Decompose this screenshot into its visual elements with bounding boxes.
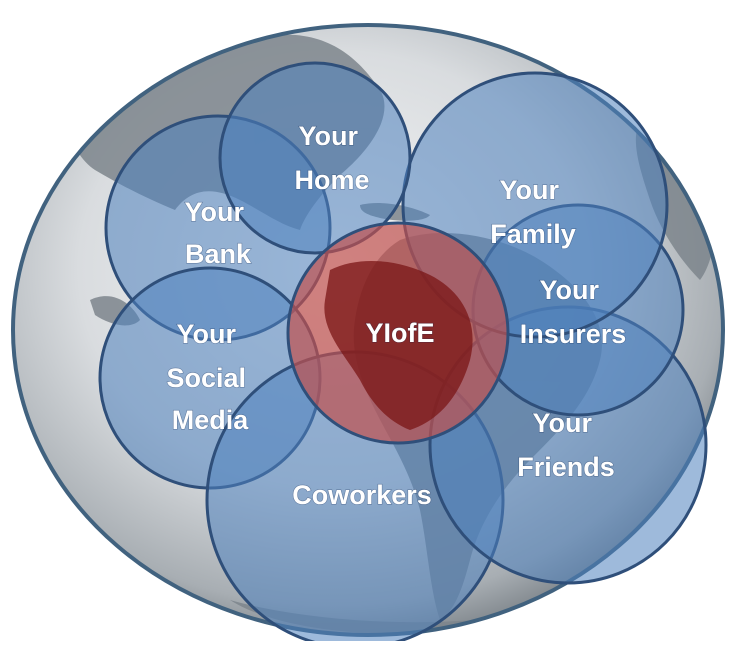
label-home: Your Home bbox=[294, 121, 369, 195]
label-insurers: Your Insurers bbox=[520, 275, 627, 349]
label-social-media: Your Social Media bbox=[166, 319, 253, 435]
label-bank: Your Bank bbox=[184, 197, 251, 269]
label-coworkers: Coworkers bbox=[292, 480, 432, 510]
petal-labels: Your Home Your Family Your Insurers Your… bbox=[166, 121, 627, 511]
petal-circle-home bbox=[218, 61, 412, 255]
label-center: YIofE bbox=[365, 318, 434, 348]
label-friends: Your Friends bbox=[517, 408, 615, 482]
center-node bbox=[286, 221, 510, 445]
label-family: Your Family bbox=[490, 175, 576, 249]
